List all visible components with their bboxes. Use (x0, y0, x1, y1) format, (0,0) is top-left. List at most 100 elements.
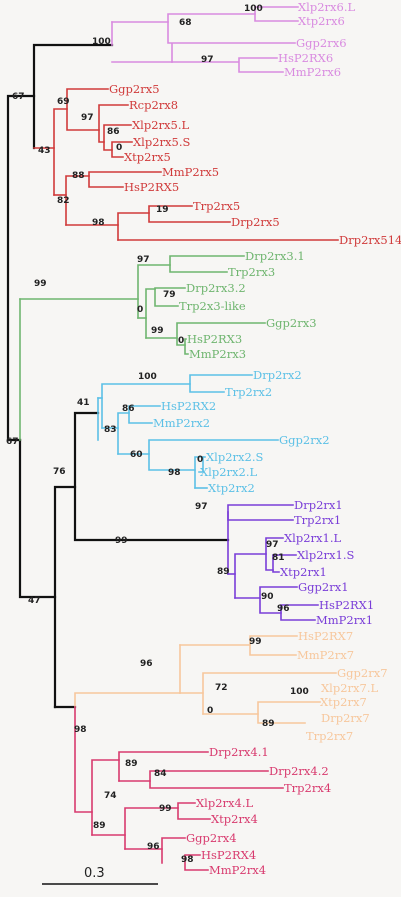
leaf-label: HsP2RX3 (187, 332, 242, 346)
leaf-label: Trp2rx5 (193, 199, 240, 213)
bootstrap-value: 89 (93, 821, 106, 831)
leaf-label: Xlp2rx7.L (321, 681, 378, 695)
leaf-label: HsP2RX2 (161, 399, 216, 413)
leaf-label: Rcp2rx8 (129, 98, 178, 112)
bootstrap-value: 68 (179, 18, 192, 28)
leaf-label: Trp2x3-like (179, 299, 246, 313)
bootstrap-value: 97 (81, 113, 94, 123)
bootstrap-value: 96 (277, 604, 290, 614)
leaf-label: MmP2rx7 (297, 648, 354, 662)
leaf-label: HsP2RX7 (298, 629, 353, 643)
leaf-label: Xtp2rx1 (280, 565, 327, 579)
bootstrap-value: 100 (138, 372, 157, 382)
bootstrap-value: 74 (104, 791, 117, 801)
leaf-label: Ggp2rx3 (266, 316, 317, 330)
bootstrap-value: 83 (104, 425, 117, 435)
bootstrap-value: 100 (92, 37, 111, 47)
bootstrap-value: 97 (195, 502, 208, 512)
p2rx3-branches (19, 255, 266, 441)
leaf-label: Xtp2rx4 (211, 812, 258, 826)
leaf-label: Trp2rx7 (306, 729, 353, 743)
bootstrap-value: 99 (249, 637, 262, 647)
leaf-label: Drp2rx514 (339, 233, 401, 247)
leaf-label: Xlp2rx5.S (133, 135, 190, 149)
bootstrap-value: 88 (72, 171, 85, 181)
leaf-label: Drp2rx2 (253, 368, 302, 382)
bootstrap-value: 98 (168, 468, 181, 478)
bootstrap-value: 99 (115, 536, 128, 546)
p2rx7-branches (74, 635, 337, 724)
bootstrap-value: 100 (244, 4, 263, 14)
bootstrap-value: 19 (156, 205, 169, 215)
p2rx2-branches (97, 374, 279, 489)
bootstrap-value: 82 (57, 196, 70, 206)
bootstrap-value: 99 (34, 279, 47, 289)
leaf-label: Trp2rx3 (228, 265, 275, 279)
leaf-label: Ggp2rx5 (109, 82, 160, 96)
leaf-label: Xlp2rx4.L (196, 796, 253, 810)
bootstrap-value: 0 (207, 706, 213, 716)
p2rx1-branches (227, 504, 319, 621)
bootstrap-value: 81 (272, 553, 285, 563)
leaf-label: Drp2rx7 (321, 711, 370, 725)
bootstrap-value: 76 (53, 467, 66, 477)
leaf-labels: Xlp2rx6.L Xtp2rx6 Ggp2rx6 HsP2RX6 MmP2rx… (109, 0, 401, 877)
bootstrap-value: 96 (147, 842, 160, 852)
bootstrap-value: 90 (261, 592, 274, 602)
leaf-label: Xtp2rx7 (320, 695, 367, 709)
bootstrap-value: 41 (77, 398, 90, 408)
leaf-label: Drp2rx5 (231, 215, 280, 229)
leaf-label: MmP2rx1 (316, 613, 373, 627)
bootstrap-value: 67 (6, 437, 19, 447)
bootstrap-value: 72 (215, 683, 228, 693)
leaf-label: MmP2rx6 (284, 65, 341, 79)
bootstrap-value: 96 (140, 659, 153, 669)
bootstrap-value: 43 (38, 146, 51, 156)
bootstrap-value: 86 (107, 127, 120, 137)
leaf-label: Xlp2rx1.L (284, 531, 341, 545)
bootstrap-value: 97 (137, 255, 150, 265)
leaf-label: MmP2rx4 (209, 863, 266, 877)
leaf-label: MmP2rx5 (162, 165, 219, 179)
leaf-label: MmP2rx3 (189, 347, 246, 361)
leaf-label: Xlp2rx1.S (297, 548, 354, 562)
leaf-label: Ggp2rx6 (296, 36, 347, 50)
bootstrap-value: 89 (262, 719, 275, 729)
bootstrap-value: 69 (57, 97, 70, 107)
leaf-label: Trp2rx4 (284, 781, 331, 795)
bootstrap-value: 0 (197, 455, 203, 465)
leaf-label: Xlp2rx5.L (132, 118, 189, 132)
leaf-label: Drp2rx3.2 (186, 281, 246, 295)
bootstrap-value: 99 (159, 804, 172, 814)
bootstrap-value: 99 (151, 326, 164, 336)
leaf-label: Xlp2rx2.S (206, 450, 263, 464)
leaf-label: Drp2rx4.1 (209, 745, 269, 759)
bootstrap-value: 0 (137, 305, 143, 315)
leaf-label: MmP2rx2 (153, 416, 210, 430)
bootstrap-value: 86 (122, 404, 135, 414)
leaf-label: HsP2RX1 (319, 598, 374, 612)
leaf-label: Xtp2rx6 (298, 14, 345, 28)
leaf-label: Trp2rx2 (225, 385, 272, 399)
leaf-label: Xtp2rx2 (208, 481, 255, 495)
leaf-label: Xtp2rx5 (124, 150, 171, 164)
bootstrap-value: 97 (266, 540, 279, 550)
bootstrap-value: 98 (181, 855, 194, 865)
leaf-label: Trp2rx1 (294, 513, 341, 527)
bootstrap-value: 97 (201, 55, 214, 65)
leaf-label: HsP2RX5 (124, 180, 179, 194)
bootstrap-value: 79 (163, 290, 176, 300)
p2rx4-branches (74, 706, 284, 871)
leaf-label: Ggp2rx2 (279, 433, 330, 447)
p2rx6-branches (111, 6, 299, 73)
leaf-label: Ggp2rx1 (298, 580, 349, 594)
bootstrap-value: 67 (12, 92, 25, 102)
p2rx5-branches (33, 88, 339, 241)
leaf-label: Xlp2rx2.L (200, 465, 257, 479)
scale-bar-label: 0.3 (84, 866, 105, 881)
scale-bar: 0.3 (42, 866, 158, 885)
bootstrap-value: 0 (116, 143, 122, 153)
leaf-label: HsP2RX6 (278, 51, 333, 65)
bootstrap-value: 84 (154, 769, 167, 779)
